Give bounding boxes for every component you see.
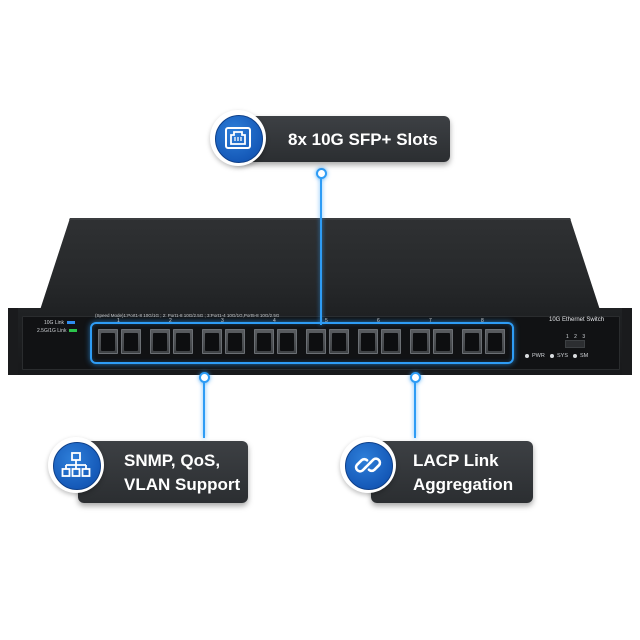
port-number: 1 [117, 318, 120, 324]
legend-25g-label: 2.5G/1G Link [37, 328, 67, 334]
icon-badge-inner [53, 442, 101, 490]
callout-lacp-line2: Aggregation [413, 475, 514, 494]
sfp-cage-icon [121, 329, 141, 354]
network-topology-icon [61, 452, 91, 477]
sfp-port-8[interactable]: 8 [461, 318, 507, 356]
blue-led-icon [67, 321, 76, 325]
sfp-port-7[interactable]: 7 [409, 318, 455, 356]
callout-snmp-line1: SNMP, QoS, [124, 451, 221, 470]
connector-ring-snmp [199, 372, 210, 383]
connector-line-lacp [414, 380, 416, 438]
port-number: 6 [377, 318, 380, 324]
sfp-cage-icon [277, 329, 297, 354]
dip-switch[interactable] [565, 340, 585, 348]
dip-switch-labels: 1 2 3 [566, 334, 588, 340]
status-led-sys: SYS [550, 353, 568, 359]
legend-25g-link: 2.5G/1G Link [37, 328, 78, 334]
sfp-port-3[interactable]: 3 [201, 318, 247, 356]
sfp-cage-icon [225, 329, 245, 354]
model-label: 10G Ethernet Switch [549, 317, 605, 323]
sfp-port-2[interactable]: 2 [149, 318, 195, 356]
callout-sfp-text: 8x 10G SFP+ Slots [288, 130, 438, 149]
sfp-cage-icon [98, 329, 118, 354]
port-number: 4 [273, 318, 276, 324]
ethernet-port-icon [225, 127, 251, 149]
callout-lacp: LACP Link Aggregation [371, 441, 533, 503]
sfp-port-4[interactable]: 4 [253, 318, 299, 356]
rack-ear-left [8, 308, 18, 375]
status-led-label: PWR [532, 353, 545, 359]
status-led-pwr: PWR [525, 353, 545, 359]
legend-10g-label: 10G Link [44, 320, 65, 326]
network-topology-icon-badge [48, 437, 104, 493]
sfp-cage-icon [329, 329, 349, 354]
status-led-label: SYS [557, 353, 569, 359]
port-number: 3 [221, 318, 224, 324]
port-number: 7 [429, 318, 432, 324]
sfp-port-5[interactable]: 5 [305, 318, 351, 356]
connector-ring-sfp [316, 168, 327, 179]
led-dot-icon [525, 353, 529, 358]
led-dot-icon [550, 353, 554, 358]
green-led-icon [69, 329, 78, 333]
icon-badge-inner [215, 115, 263, 163]
port-number: 2 [169, 318, 172, 324]
led-dot-icon [573, 353, 577, 358]
sfp-cage-icon [410, 329, 430, 354]
chain-link-icon [354, 457, 382, 473]
sfp-cage-icon [173, 329, 193, 354]
sfp-port-1[interactable]: 1 [97, 318, 143, 356]
callout-snmp: SNMP, QoS, VLAN Support [78, 441, 248, 503]
callout-sfp-slots: 8x 10G SFP+ Slots [232, 116, 450, 162]
sfp-cage-icon [381, 329, 401, 354]
sfp-cage-icon [150, 329, 170, 354]
sfp-cage-icon [462, 329, 482, 354]
rack-ear-right [622, 308, 632, 375]
connector-line-snmp [203, 380, 205, 438]
legend-10g-link: 10G Link [44, 320, 76, 326]
callout-snmp-line2: VLAN Support [124, 475, 241, 494]
sfp-cage-icon [306, 329, 326, 354]
sfp-port-6[interactable]: 6 [357, 318, 403, 356]
sfp-cage-icon [433, 329, 453, 354]
sfp-cage-icon [202, 329, 222, 354]
sfp-port-highlight [90, 322, 514, 364]
port-number: 8 [481, 318, 484, 324]
sfp-cage-icon [485, 329, 505, 354]
sfp-cage-icon [358, 329, 378, 354]
ethernet-port-icon-badge [210, 110, 266, 166]
callout-lacp-line1: LACP Link [413, 451, 499, 470]
port-number: 5 [325, 318, 328, 324]
sfp-cage-icon [254, 329, 274, 354]
status-led-label: SM [580, 353, 589, 359]
icon-badge-inner [345, 442, 393, 490]
status-led-sm: SM [573, 353, 588, 359]
chain-link-icon-badge [340, 437, 396, 493]
speed-mode-label: (Speed Mode)1:Port1-8 10G/1G ; 2: Port1-… [95, 313, 280, 318]
connector-ring-lacp [410, 372, 421, 383]
connector-line-sfp [320, 175, 322, 325]
